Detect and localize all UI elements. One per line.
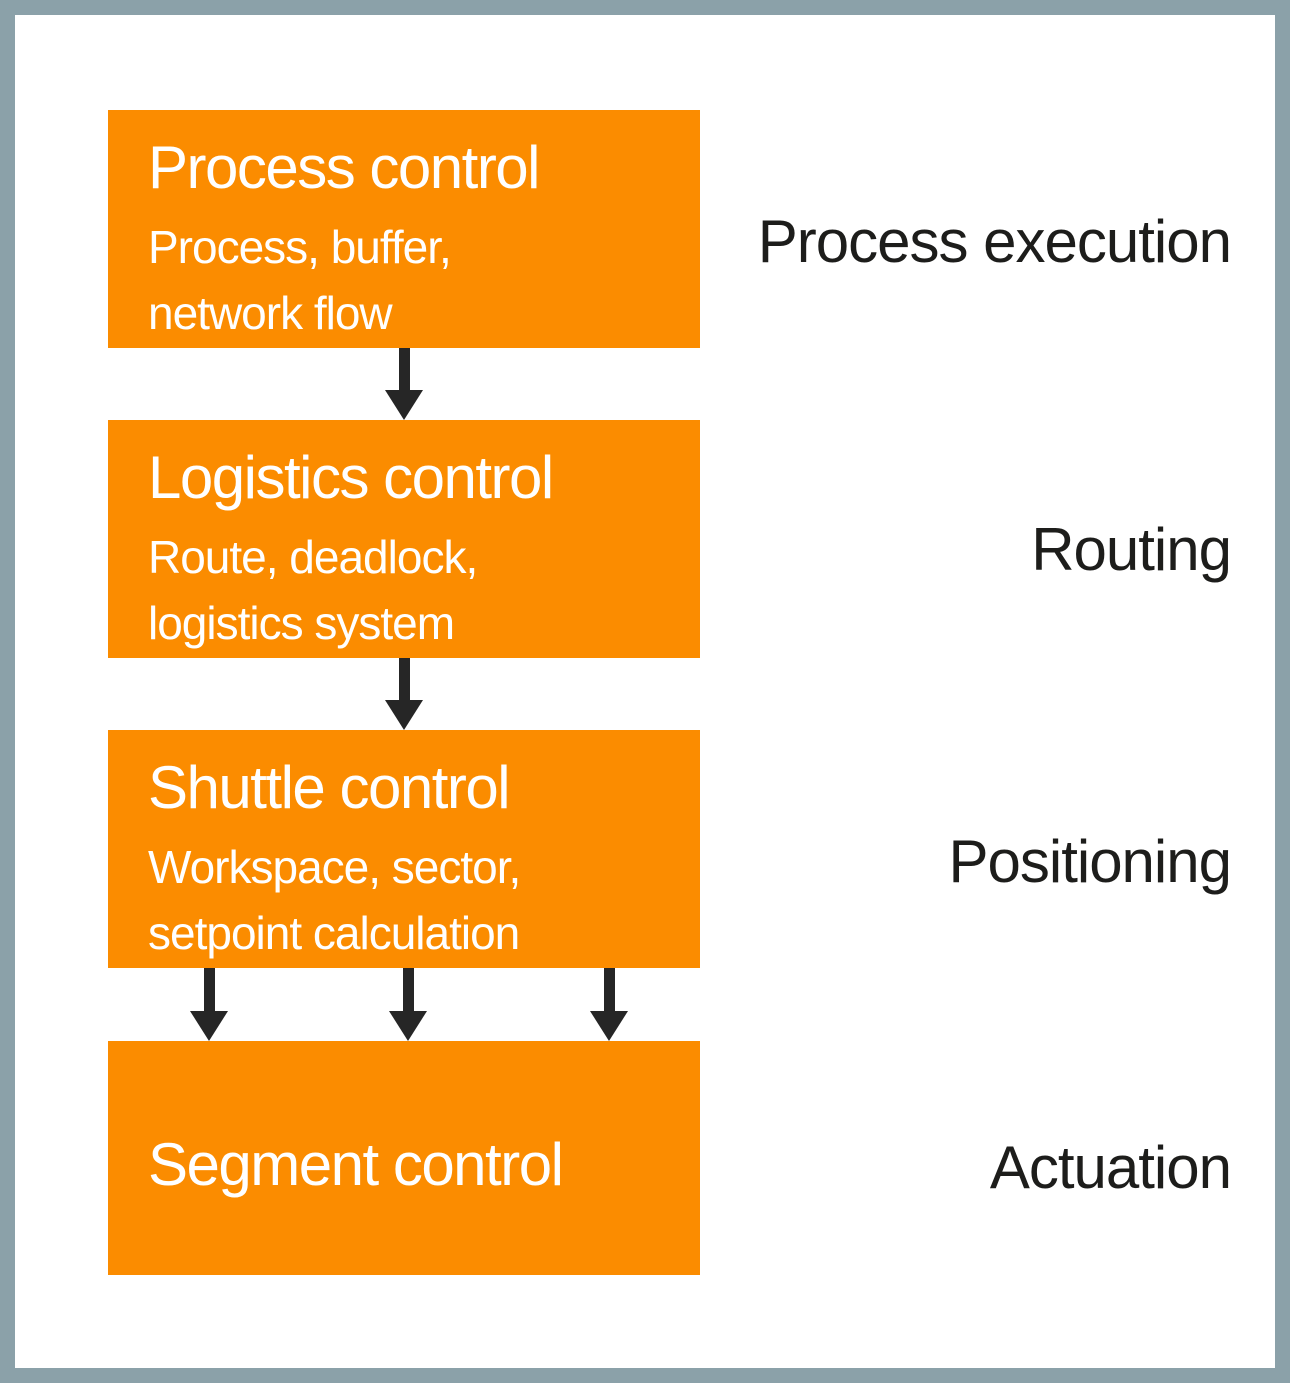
process-control-box: Process control Process, buffer, network… [108, 110, 700, 348]
box-subtitle-line: logistics system [148, 597, 455, 649]
box-subtitle: Workspace, sector, setpoint calculation [148, 834, 670, 966]
down-arrow-icon [385, 658, 423, 730]
box-subtitle-line: Workspace, sector, [148, 841, 521, 893]
box-subtitle: Process, buffer, network flow [148, 214, 670, 346]
arrow-head-icon [590, 1011, 628, 1041]
stage-label-routing: Routing [1031, 516, 1232, 583]
segment-control-box: Segment control [108, 1041, 700, 1275]
down-arrow-icon [385, 348, 423, 420]
down-arrow-icon [190, 968, 228, 1041]
stage-label-actuation: Actuation [989, 1134, 1232, 1201]
arrow-stem [203, 968, 215, 1011]
box-subtitle-line: Route, deadlock, [148, 531, 478, 583]
arrow-head-icon [389, 1011, 427, 1041]
shuttle-control-box: Shuttle control Workspace, sector, setpo… [108, 730, 700, 968]
down-arrow-icon [389, 968, 427, 1041]
box-title: Logistics control [148, 444, 554, 511]
stage-label-positioning: Positioning [948, 828, 1232, 895]
down-arrow-icon [590, 968, 628, 1041]
logistics-control-box: Logistics control Route, deadlock, logis… [108, 420, 700, 658]
connector-logistics-to-shuttle [108, 658, 700, 730]
arrow-head-icon [190, 1011, 228, 1041]
arrow-head-icon [385, 390, 423, 420]
stage-label-process-execution: Process execution [757, 208, 1232, 275]
arrow-head-icon [385, 700, 423, 730]
arrow-stem [398, 348, 410, 390]
arrow-stem [402, 968, 414, 1011]
box-title: Segment control [148, 1131, 564, 1198]
box-subtitle-line: setpoint calculation [148, 907, 520, 959]
box-subtitle: Route, deadlock, logistics system [148, 524, 670, 656]
arrow-stem [398, 658, 410, 700]
arrow-stem [603, 968, 615, 1011]
box-subtitle-line: network flow [148, 287, 393, 339]
box-title: Shuttle control [148, 754, 511, 821]
connector-process-to-logistics [108, 348, 700, 420]
box-title: Process control [148, 134, 541, 201]
connector-shuttle-to-segment [108, 968, 700, 1041]
box-subtitle-line: Process, buffer, [148, 221, 452, 273]
